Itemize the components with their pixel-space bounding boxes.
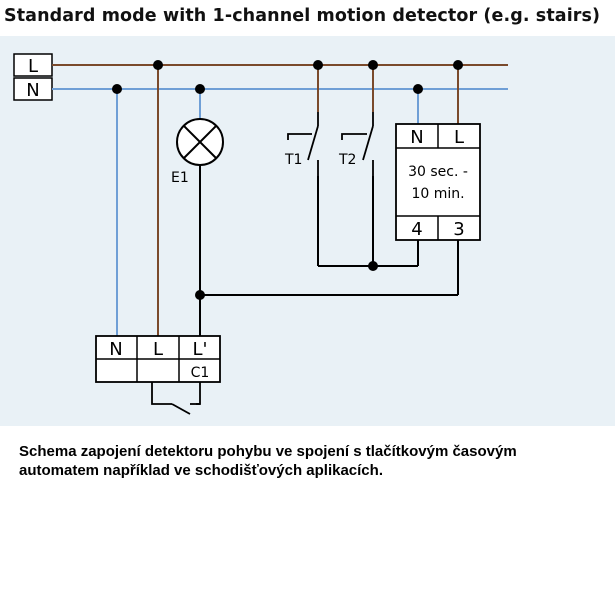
- pushbutton-t2-label: T2: [338, 152, 356, 168]
- diagram-caption: Schema zapojení detektoru pohybu ve spoj…: [19, 442, 599, 480]
- timer-range-line1: 30 sec. -: [408, 164, 468, 180]
- junction-dots: [112, 60, 463, 300]
- timer-terminal-l: L: [454, 127, 464, 148]
- line-drops: [157, 65, 459, 336]
- diagram-background: [0, 36, 615, 426]
- motion-detector-block: [95, 335, 221, 383]
- supply-terminal-block: L N: [13, 53, 53, 101]
- control-wiring: [199, 164, 459, 336]
- lamp-label: E1: [171, 170, 189, 186]
- lamp-symbol: [176, 118, 224, 166]
- timer-range-line2: 10 min.: [411, 186, 464, 202]
- detector-terminal-lprime: L': [193, 339, 208, 360]
- detector-channel-label: C1: [191, 365, 210, 381]
- timer-terminal-3: 3: [453, 219, 464, 240]
- line-bus-label: L: [28, 56, 38, 77]
- staircase-timer: [395, 123, 481, 241]
- detector-terminal-n: N: [109, 339, 122, 360]
- wiring-diagram: L N: [0, 36, 615, 426]
- caption-line-2: automatem například ve schodišťových apl…: [19, 462, 383, 479]
- neutral-bus-label: N: [26, 80, 39, 101]
- pushbutton-t1-label: T1: [284, 152, 302, 168]
- timer-terminal-n: N: [410, 127, 423, 148]
- timer-terminal-4: 4: [411, 219, 422, 240]
- detector-terminal-l: L: [153, 339, 163, 360]
- pushbutton-t1-symbol: [287, 112, 319, 176]
- diagram-title: Standard mode with 1-channel motion dete…: [4, 6, 601, 26]
- detector-relay-contact: [151, 382, 201, 415]
- caption-line-1: Schema zapojení detektoru pohybu ve spoj…: [19, 443, 517, 460]
- pushbutton-t2-symbol: [341, 112, 374, 176]
